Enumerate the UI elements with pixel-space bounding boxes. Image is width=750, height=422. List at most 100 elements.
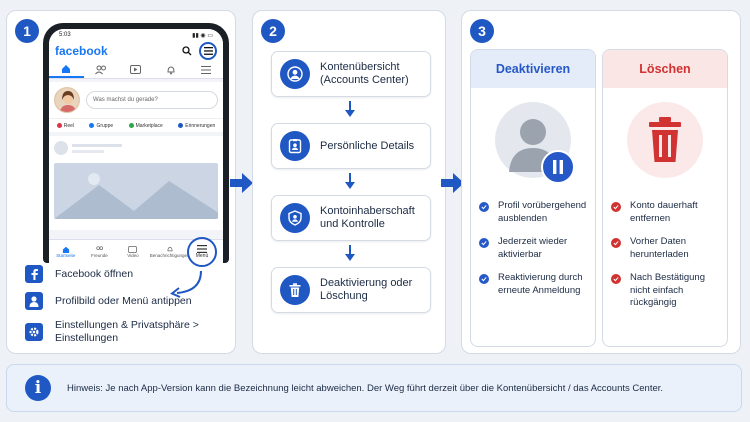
trash-icon — [627, 102, 703, 178]
home-icon[interactable] — [49, 61, 84, 78]
menu-item-label: Kontenübersicht (Accounts Center) — [320, 61, 409, 86]
step3-panel: 3 Deaktivieren Profil vorübergehend ausb… — [461, 10, 741, 354]
nav-benachrichtigungen[interactable]: Benachrichtigungen — [149, 240, 190, 263]
shortcut-reel[interactable]: Reel — [56, 122, 75, 129]
list-item-text: Konto dauerhaft entfernen — [630, 200, 698, 224]
composer-input[interactable]: Was machst du gerade? — [86, 91, 218, 109]
bullet-icon — [611, 202, 621, 212]
check-icon — [479, 202, 489, 212]
step-number-2: 2 — [261, 19, 285, 43]
feed-post-placeholder — [49, 136, 223, 230]
facebook-logo: facebook — [55, 44, 108, 58]
group-icon — [89, 123, 95, 128]
marketplace-icon — [128, 123, 134, 128]
menu-item-ownership-control[interactable]: Kontoinhaberschaft und Kontrolle — [271, 195, 431, 241]
bell-icon — [167, 246, 173, 251]
status-bar: 5:03 ▮▮ ◉ ▭ — [49, 29, 223, 41]
hint-text: Hinweis: Je nach App-Version kann die Be… — [67, 382, 664, 394]
list-item: Nach Bestätigung nicht einfach rückgängi… — [611, 272, 727, 310]
nav-label: Menü — [195, 253, 209, 259]
check-icon — [479, 274, 489, 284]
post-avatar-placeholder — [54, 141, 68, 155]
info-icon: i — [25, 375, 51, 401]
phone-mockup: 5:03 ▮▮ ◉ ▭ facebook — [43, 23, 229, 263]
menu-item-label: Persönliche Details — [320, 139, 415, 152]
instruction-text: Einstellungen & Privatsphäre > Einstellu… — [55, 319, 199, 344]
nav-label: Startseite — [56, 252, 76, 258]
list-item-text: Profil vorübergehend ausblenden — [498, 200, 587, 224]
clock-icon — [178, 123, 184, 128]
instruction-text: Profilbild oder Menü antippen — [55, 294, 192, 307]
reel-icon — [56, 123, 62, 128]
nav-label: Benachrichtigungen — [149, 252, 190, 258]
nav-startseite[interactable]: Startseite — [49, 240, 83, 263]
list-item: Jederzeit wieder aktivierbar — [479, 236, 595, 261]
nav-label: Video — [127, 252, 139, 258]
pause-icon — [541, 150, 575, 184]
search-icon[interactable] — [179, 43, 195, 59]
list-item: Profil vorübergehend ausblenden — [479, 200, 595, 225]
video-icon[interactable] — [119, 61, 154, 78]
shortcut-gruppe[interactable]: Gruppe — [89, 123, 113, 129]
instruction-settings: Einstellungen & Privatsphäre > Einstellu… — [25, 319, 235, 345]
shortcut-label: Erinnerungen — [185, 122, 216, 129]
shortcut-bar: Reel Gruppe Marketplace Erinnerungen — [49, 118, 223, 132]
list-item: Reaktivierung durch erneute Anmeldung — [479, 272, 595, 297]
menu-icon — [197, 245, 207, 253]
menu-lines-icon[interactable] — [188, 61, 223, 78]
shortcut-marketplace[interactable]: Marketplace — [128, 122, 163, 129]
deactivate-card[interactable]: Deaktivieren Profil vorübergehend ausble… — [470, 49, 596, 347]
home-icon — [62, 246, 69, 253]
bell-icon[interactable] — [153, 61, 188, 78]
trash-icon — [280, 275, 310, 305]
phone-screen: 5:03 ▮▮ ◉ ▭ facebook — [49, 29, 223, 263]
step1-instructions: Facebook öffnen Profilbild oder Menü ant… — [25, 265, 235, 354]
avatar[interactable] — [54, 87, 80, 113]
shortcut-label: Gruppe — [96, 122, 114, 129]
id-card-icon — [280, 131, 310, 161]
delete-list: Konto dauerhaft entfernen Vorher Daten h… — [611, 200, 727, 321]
deactivate-list: Profil vorübergehend ausblenden Jederzei… — [479, 200, 595, 308]
friends-icon[interactable] — [84, 61, 119, 78]
shortcut-erinnerungen[interactable]: Erinnerungen — [178, 123, 215, 129]
list-item-text: Vorher Daten herunterladen — [630, 236, 689, 260]
facebook-icon — [25, 265, 43, 283]
shield-user-icon — [280, 203, 310, 233]
menu-item-deactivation-deletion[interactable]: Deaktivierung oder Löschung — [271, 267, 431, 313]
step2-panel: 2 Kontenübersicht (Accounts Center) Pers… — [252, 10, 446, 354]
post-text-placeholder — [72, 143, 122, 153]
step1-panel: 1 5:03 ▮▮ ◉ ▭ facebook — [6, 10, 236, 354]
post-header — [54, 141, 218, 155]
curved-arrow-icon — [170, 270, 202, 298]
menu-icon[interactable] — [199, 42, 217, 60]
arrow-down-icon — [345, 173, 355, 189]
deactivate-title: Deaktivieren — [471, 50, 595, 88]
menu-item-accounts-center[interactable]: Kontenübersicht (Accounts Center) — [271, 51, 431, 97]
nav-video[interactable]: Video — [116, 240, 150, 263]
list-item: Vorher Daten herunterladen — [611, 236, 727, 261]
step-number-3: 3 — [470, 19, 494, 43]
step-number-1: 1 — [15, 19, 39, 43]
instruction-open-facebook: Facebook öffnen — [25, 265, 235, 283]
gear-icon — [25, 323, 43, 341]
list-item-text: Jederzeit wieder aktivierbar — [498, 236, 568, 260]
list-item-text: Nach Bestätigung nicht einfach rückgängi… — [630, 272, 705, 308]
status-time: 5:03 — [59, 32, 71, 38]
post-composer: Was machst du gerade? — [49, 82, 223, 118]
nav-freunde[interactable]: Freunde — [83, 240, 117, 263]
arrow-down-icon — [345, 245, 355, 261]
friends-icon — [96, 245, 103, 250]
delete-card[interactable]: Löschen Konto dauerhaft entfernen Vorher… — [602, 49, 728, 347]
user-icon — [25, 292, 43, 310]
bullet-icon — [611, 238, 621, 248]
shortcut-label: Marketplace — [135, 122, 163, 129]
menu-item-personal-details[interactable]: Persönliche Details — [271, 123, 431, 169]
menu-button-highlight[interactable]: Menü — [187, 237, 217, 267]
list-item-text: Reaktivierung durch erneute Anmeldung — [498, 272, 583, 296]
delete-title: Löschen — [603, 50, 727, 88]
shortcut-label: Reel — [63, 122, 75, 129]
hint-bar: i Hinweis: Je nach App-Version kann die … — [6, 364, 742, 412]
instruction-tap-profile: Profilbild oder Menü antippen — [25, 292, 235, 310]
nav-label: Freunde — [90, 252, 108, 258]
menu-item-label: Kontoinhaberschaft und Kontrolle — [320, 205, 415, 230]
